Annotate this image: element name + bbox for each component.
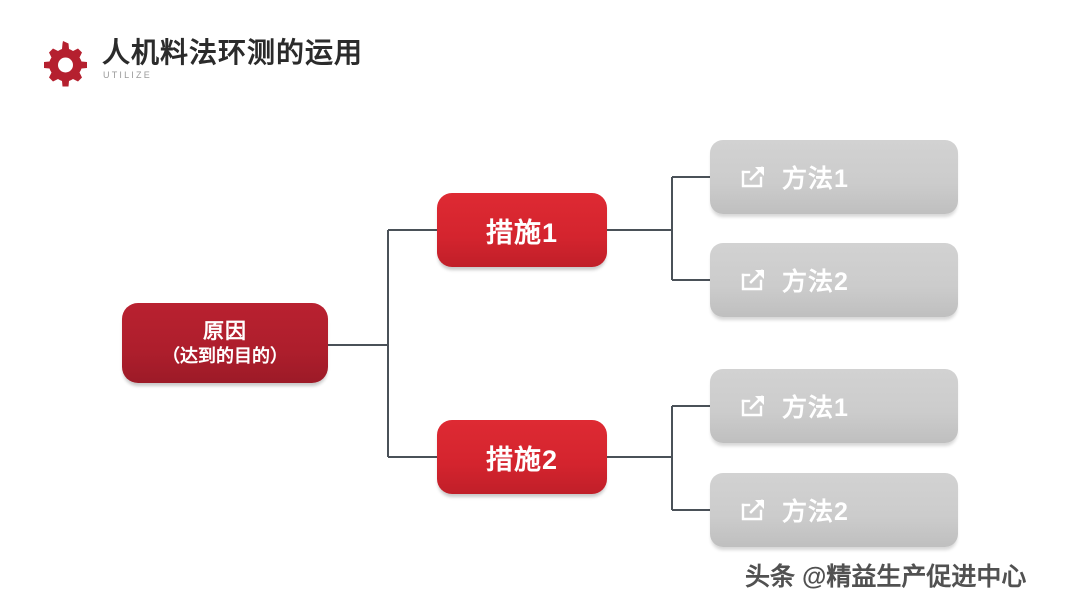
- method-2b-label: 方法2: [782, 498, 849, 526]
- share-icon: [741, 166, 764, 188]
- root-cause-line-2: （达到的目的）: [162, 345, 288, 366]
- node-method-1b[interactable]: 方法2: [710, 243, 958, 317]
- method-1b-label: 方法2: [782, 268, 849, 296]
- slide-header: 人机料法环测的运用 UTILIZE: [38, 36, 363, 89]
- node-measure-1[interactable]: 措施1: [437, 193, 607, 267]
- title-block: 人机料法环测的运用 UTILIZE: [102, 36, 364, 80]
- node-method-1a[interactable]: 方法1: [710, 140, 958, 214]
- page-title: 人机料法环测的运用: [102, 37, 364, 68]
- node-measure-2[interactable]: 措施2: [437, 420, 607, 494]
- share-icon: [741, 499, 764, 521]
- page-subtitle: UTILIZE: [103, 70, 152, 80]
- node-method-2a[interactable]: 方法1: [710, 369, 958, 443]
- share-icon: [741, 395, 764, 417]
- measure-2-label: 措施2: [485, 444, 559, 475]
- method-1a-label: 方法1: [782, 165, 849, 193]
- measure-1-label: 措施1: [485, 217, 559, 248]
- gear-icon: [44, 41, 87, 87]
- method-2a-label: 方法1: [782, 394, 849, 422]
- root-cause-line-1: 原因: [203, 319, 247, 343]
- node-method-2b[interactable]: 方法2: [710, 473, 958, 547]
- share-icon: [741, 269, 764, 291]
- footer-watermark: 头条 @精益生产促进中心: [745, 563, 1027, 591]
- node-root-cause[interactable]: 原因 （达到的目的）: [122, 303, 328, 383]
